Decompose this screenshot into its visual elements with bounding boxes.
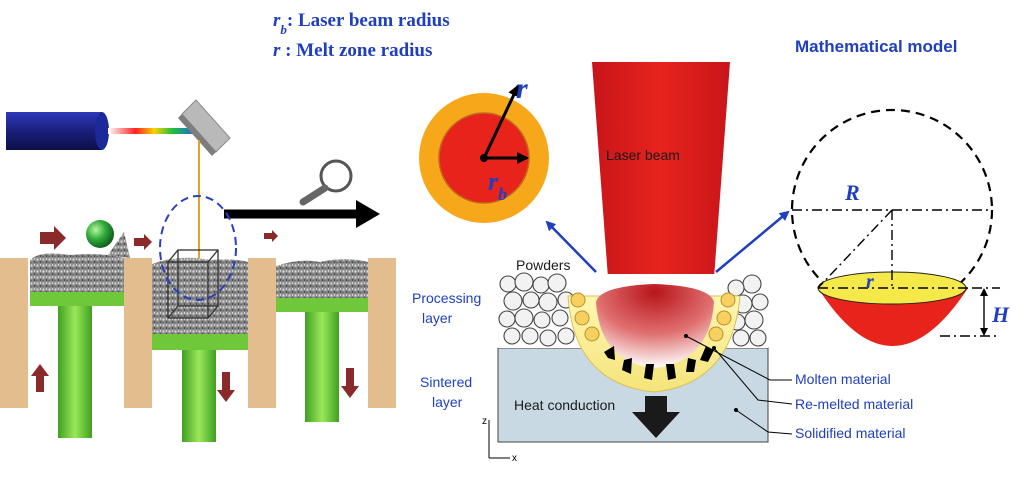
sintered-layer-label-1: Sintered bbox=[420, 374, 472, 390]
callout-lines bbox=[685, 335, 793, 435]
build-chamber bbox=[152, 195, 248, 442]
rb-label-symbol: r bbox=[488, 167, 499, 196]
powders-label: Powders bbox=[516, 257, 570, 273]
wall bbox=[0, 258, 28, 408]
legend-rb-subscript: b bbox=[280, 22, 287, 37]
heat-flow-arrows bbox=[604, 346, 714, 380]
legend-r-symbol: r bbox=[273, 40, 281, 61]
focus-circle bbox=[159, 195, 237, 301]
legend-rb: rb: Laser beam radius bbox=[273, 10, 450, 37]
callout-solidified: Solidified material bbox=[795, 425, 906, 441]
axes-icon bbox=[488, 420, 510, 459]
callout-molten: Molten material bbox=[795, 371, 891, 387]
laser-beam-shape bbox=[592, 62, 730, 278]
math-model: Mathematical model R r H bbox=[790, 37, 1010, 346]
legend-r-text: : Melt zone radius bbox=[280, 40, 432, 61]
wall bbox=[124, 258, 152, 408]
laser-emitter-icon bbox=[6, 112, 200, 150]
math-model-title: Mathematical model bbox=[795, 37, 958, 56]
model-r-label: r bbox=[866, 271, 874, 293]
melt-zone-top-view: r rb bbox=[419, 72, 549, 223]
mirror-icon bbox=[178, 99, 231, 156]
cross-section: z x Powders Processing layer Sintered la… bbox=[412, 257, 769, 464]
r-label: r bbox=[516, 72, 528, 105]
wall bbox=[248, 258, 276, 408]
callout-remelted: Re-melted material bbox=[795, 396, 913, 412]
magnifier-icon bbox=[299, 159, 353, 206]
legend-rb-text: : Laser beam radius bbox=[287, 10, 450, 31]
sintered-layer-label-2: layer bbox=[432, 394, 463, 410]
rb-label: rb bbox=[488, 167, 507, 204]
processing-layer-label-2: layer bbox=[422, 310, 453, 326]
arrow-to-math-model bbox=[715, 210, 790, 273]
partially-melted-particles bbox=[570, 292, 736, 342]
heat-conduction-arrow bbox=[632, 396, 680, 438]
heat-conduction-label: Heat conduction bbox=[514, 397, 615, 413]
laser-beam-label: Laser beam bbox=[606, 147, 680, 163]
processing-layer-label-1: Processing bbox=[412, 290, 481, 306]
wireframe-part bbox=[167, 249, 219, 319]
melt-cap bbox=[818, 288, 968, 346]
sls-machine-illustration bbox=[0, 99, 396, 442]
overflow-chamber bbox=[276, 259, 368, 422]
axis-z-label: z bbox=[482, 416, 487, 427]
powder-particles bbox=[498, 272, 769, 347]
recoater-ball-icon bbox=[86, 220, 114, 248]
axis-x-label: x bbox=[512, 453, 517, 464]
legend-rb-symbol: r bbox=[273, 10, 281, 31]
H-label: H bbox=[991, 302, 1010, 327]
wall bbox=[368, 258, 396, 408]
legend-r: r : Melt zone radius bbox=[273, 40, 432, 61]
motion-arrows bbox=[31, 226, 359, 402]
powder-feed-chamber bbox=[30, 220, 130, 438]
molten-pool bbox=[596, 284, 714, 368]
arrow-to-top-view bbox=[545, 220, 597, 273]
rb-label-subscript: b bbox=[498, 184, 507, 204]
R-label: R bbox=[844, 180, 860, 205]
construction-lines bbox=[792, 209, 1000, 337]
